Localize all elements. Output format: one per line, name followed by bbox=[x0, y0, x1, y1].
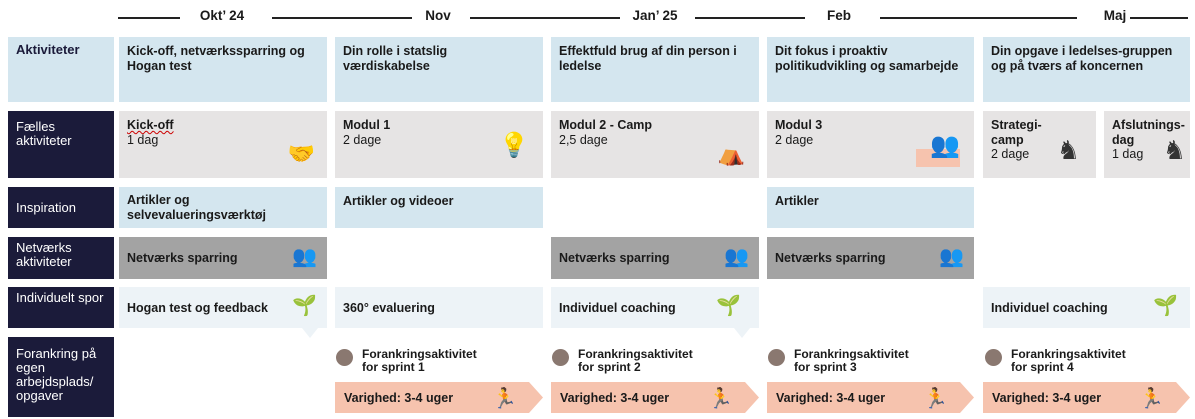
faelles-title: Modul 3 bbox=[775, 118, 823, 132]
individuelt-label: Hogan test og feedback bbox=[127, 301, 268, 315]
individuelt-label: 360° evaluering bbox=[343, 301, 435, 315]
forankring-dot-1 bbox=[336, 349, 353, 366]
row-label-inspiration: Inspiration bbox=[8, 187, 114, 228]
faelles-duration: 2 dage bbox=[775, 132, 814, 147]
timeline-month-okt24: Okt’ 24 bbox=[199, 8, 245, 23]
aktivitet-cell-5: Din opgave i ledelses-gruppen og på tvær… bbox=[983, 37, 1190, 102]
faelles-cell-modul1: Modul 1 2 dage 💡 bbox=[335, 111, 543, 178]
faelles-duration: 1 dag bbox=[127, 132, 159, 147]
people-group-icon: 👥 bbox=[292, 246, 317, 268]
inspiration-cell-3: Artikler bbox=[767, 187, 974, 228]
individuelt-pointer-1 bbox=[302, 328, 318, 338]
individuelt-cell-2: 360° evaluering bbox=[335, 287, 543, 328]
faelles-duration: 2 dage bbox=[343, 132, 382, 147]
faelles-title: Kick-off bbox=[127, 118, 174, 132]
aktivitet-cell-3: Effektfuld brug af din person i ledelse bbox=[551, 37, 759, 102]
chess-knight-icon: ♞ bbox=[1162, 135, 1186, 165]
faelles-cell-strategicamp: Strategi-camp 2 dage ♞ bbox=[983, 111, 1096, 178]
row-label-netvaerk: Netværks aktiviteter bbox=[8, 237, 114, 279]
individuelt-pointer-3 bbox=[734, 328, 750, 338]
inspiration-cell-1: Artikler og selvevalueringsværktøj bbox=[119, 187, 327, 228]
faelles-title: Afslutnings-dag bbox=[1112, 118, 1185, 147]
timeline-month-feb: Feb bbox=[826, 8, 851, 23]
netvaerk-label: Netværks sparring bbox=[127, 251, 238, 265]
forankring-arrow-2: Varighed: 3-4 uger 🏃 bbox=[551, 382, 759, 413]
forankring-duration: Varighed: 3-4 uger bbox=[560, 391, 670, 405]
timeline-line-5 bbox=[880, 17, 1077, 19]
row-label-faelles: Fælles aktiviteter bbox=[8, 111, 114, 178]
individuelt-cell-1: Hogan test og feedback 🌱 bbox=[119, 287, 327, 328]
forankring-dot-3 bbox=[768, 349, 785, 366]
faelles-title: Strategi-camp bbox=[991, 118, 1042, 147]
forankring-title-2: Forankringsaktivitet for sprint 2 bbox=[578, 347, 693, 374]
runner-icon: 🏃 bbox=[708, 388, 733, 410]
forankring-arrow-4: Varighed: 3-4 uger 🏃 bbox=[983, 382, 1190, 413]
idea-group-icon: 💡 bbox=[499, 132, 529, 159]
aktivitet-cell-1: Kick-off, netværkssparring og Hogan test bbox=[119, 37, 327, 102]
meeting-table-highlight bbox=[916, 149, 960, 167]
row-label-aktiviteter: Aktiviteter bbox=[8, 37, 114, 102]
runner-icon: 🏃 bbox=[1139, 388, 1164, 410]
faelles-duration: 2 dage bbox=[991, 147, 1030, 161]
timeline-month-nov: Nov bbox=[425, 8, 451, 23]
timeline-line-6 bbox=[1130, 17, 1188, 19]
hand-plant-icon: 🌱 bbox=[716, 295, 741, 317]
forankring-arrow-3: Varighed: 3-4 uger 🏃 bbox=[767, 382, 974, 413]
forankring-title-4: Forankringsaktivitet for sprint 4 bbox=[1011, 347, 1126, 374]
timeline-line-3 bbox=[470, 17, 620, 19]
faelles-duration: 1 dag bbox=[1112, 147, 1144, 161]
row-label-forankring: Forankring på egen arbejdsplads/ opgaver bbox=[8, 337, 114, 417]
faelles-title: Modul 1 bbox=[343, 118, 391, 132]
handshake-icon: 🤝 bbox=[287, 141, 315, 166]
netvaerk-cell-3: Netværks sparring 👥 bbox=[767, 237, 974, 279]
timeline-month-maj: Maj bbox=[1103, 8, 1127, 23]
netvaerk-label: Netværks sparring bbox=[775, 251, 886, 265]
forankring-dot-4 bbox=[985, 349, 1002, 366]
timeline-line-4 bbox=[695, 17, 805, 19]
netvaerk-cell-2: Netværks sparring 👥 bbox=[551, 237, 759, 279]
forankring-duration: Varighed: 3-4 uger bbox=[776, 391, 886, 405]
runner-icon: 🏃 bbox=[923, 388, 948, 410]
netvaerk-cell-1: Netværks sparring 👥 bbox=[119, 237, 327, 279]
forankring-duration: Varighed: 3-4 uger bbox=[344, 391, 454, 405]
individuelt-cell-4: Individuel coaching 🌱 bbox=[983, 287, 1190, 328]
individuelt-cell-3: Individuel coaching 🌱 bbox=[551, 287, 759, 328]
row-label-individuelt: Individuelt spor bbox=[8, 287, 114, 328]
forankring-duration: Varighed: 3-4 uger bbox=[992, 391, 1102, 405]
timeline-line-1 bbox=[118, 17, 180, 19]
individuelt-label: Individuel coaching bbox=[991, 301, 1108, 315]
faelles-cell-modul2: Modul 2 - Camp 2,5 dage ⛺ bbox=[551, 111, 759, 178]
aktivitet-cell-2: Din rolle i statslig værdiskabelse bbox=[335, 37, 543, 102]
aktivitet-cell-4: Dit fokus i proaktiv politikudvikling og… bbox=[767, 37, 974, 102]
people-group-icon: 👥 bbox=[724, 246, 749, 268]
hand-plant-icon: 🌱 bbox=[1153, 295, 1178, 317]
chess-knight-icon: ♞ bbox=[1056, 135, 1080, 165]
forankring-arrow-1: Varighed: 3-4 uger 🏃 bbox=[335, 382, 543, 413]
faelles-cell-kickoff: Kick-off 1 dag 🤝 bbox=[119, 111, 327, 178]
individuelt-label: Individuel coaching bbox=[559, 301, 676, 315]
timeline-month-jan25: Jan’ 25 bbox=[632, 8, 678, 23]
hand-plant-icon: 🌱 bbox=[292, 295, 317, 317]
faelles-title: Modul 2 - Camp bbox=[559, 118, 653, 132]
timeline-line-2 bbox=[272, 17, 412, 19]
forankring-dot-2 bbox=[552, 349, 569, 366]
meeting-table-icon: 👥 bbox=[930, 132, 960, 159]
people-group-icon: 👥 bbox=[939, 246, 964, 268]
faelles-cell-modul3: Modul 3 2 dage 👥 bbox=[767, 111, 974, 178]
netvaerk-label: Netværks sparring bbox=[559, 251, 670, 265]
tent-icon: ⛺ bbox=[717, 141, 745, 166]
forankring-title-1: Forankringsaktivitet for sprint 1 bbox=[362, 347, 477, 374]
faelles-duration: 2,5 dage bbox=[559, 132, 608, 147]
inspiration-cell-2: Artikler og videoer bbox=[335, 187, 543, 228]
forankring-title-3: Forankringsaktivitet for sprint 3 bbox=[794, 347, 909, 374]
faelles-cell-afslutning: Afslutnings-dag 1 dag ♞ bbox=[1104, 111, 1190, 178]
runner-icon: 🏃 bbox=[492, 388, 517, 410]
